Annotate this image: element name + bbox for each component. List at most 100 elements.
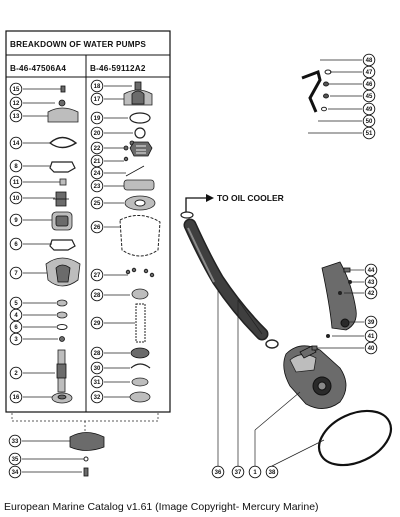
mid-right-bracket	[311, 261, 364, 351]
left-model-number: B-46-47506A4	[10, 64, 66, 73]
callout-number: 30	[94, 366, 101, 372]
callout-number: 24	[94, 171, 101, 177]
callout-number: 21	[94, 159, 101, 165]
o-ring	[317, 409, 393, 467]
callout-number: 19	[94, 116, 101, 122]
callout-number: 25	[94, 201, 101, 207]
callout-number: 38	[269, 470, 276, 476]
callout-number: 31	[94, 380, 101, 386]
callout-36: 36	[211, 465, 225, 479]
callout-number: 29	[94, 321, 101, 327]
callout-17: 17	[90, 92, 104, 106]
callout-number: 18	[94, 84, 101, 90]
callout-number: 36	[215, 470, 222, 476]
callout-number: 48	[366, 58, 373, 64]
breakdown-title: BREAKDOWN OF WATER PUMPS	[10, 40, 146, 49]
callout-25: 25	[90, 196, 104, 210]
callout-number: 32	[94, 395, 101, 401]
breakdown-box	[5, 30, 171, 413]
callout-number: 3	[14, 337, 18, 343]
callout-number: 9	[14, 218, 18, 224]
callout-43: 43	[364, 275, 378, 289]
callout-40: 40	[364, 341, 378, 355]
callout-15: 15	[9, 82, 23, 96]
callout-10: 10	[9, 191, 23, 205]
dashed-bracket	[11, 413, 159, 422]
callout-3: 3	[9, 332, 23, 346]
callout-number: 1	[253, 470, 257, 476]
callout-number: 28	[94, 351, 101, 357]
callout-number: 35	[12, 457, 19, 463]
callout-14: 14	[9, 136, 23, 150]
callout-number: 28	[94, 293, 101, 299]
callout-26: 26	[90, 220, 104, 234]
callout-49: 49	[362, 102, 376, 116]
callout-number: 16	[13, 395, 20, 401]
right-column-parts	[104, 81, 161, 403]
callout-47: 47	[362, 65, 376, 79]
callout-number: 10	[13, 196, 20, 202]
callout-9: 9	[9, 213, 23, 227]
callout-number: 5	[14, 301, 18, 307]
callout-34: 34	[8, 465, 22, 479]
callout-number: 50	[366, 119, 373, 125]
callout-number: 17	[94, 97, 101, 103]
callout-number: 22	[94, 146, 101, 152]
callout-number: 47	[366, 70, 373, 76]
callout-39: 39	[364, 315, 378, 329]
image-caption: European Marine Catalog v1.61 (Image Cop…	[4, 501, 319, 513]
callout-21: 21	[90, 154, 104, 168]
water-hose	[180, 211, 279, 349]
callout-number: 34	[12, 470, 19, 476]
oil-cooler-arrow	[185, 194, 214, 212]
callout-number: 43	[368, 280, 375, 286]
bottom-leaders	[217, 290, 325, 467]
callout-number: 26	[94, 225, 101, 231]
callout-12: 12	[9, 96, 23, 110]
callout-number: 51	[366, 131, 373, 137]
callout-41: 41	[364, 329, 378, 343]
callout-number: 6	[14, 242, 18, 248]
callout-16: 16	[9, 390, 23, 404]
callout-number: 46	[366, 82, 373, 88]
callout-number: 15	[13, 87, 20, 93]
callout-19: 19	[90, 111, 104, 125]
callout-number: 27	[94, 273, 101, 279]
callout-number: 11	[13, 180, 20, 186]
left-column-parts	[23, 85, 81, 404]
callout-22: 22	[90, 141, 104, 155]
callout-50: 50	[362, 114, 376, 128]
callout-number: 39	[368, 320, 375, 326]
callout-13: 13	[9, 109, 23, 123]
callout-2: 2	[9, 366, 23, 380]
callout-48: 48	[362, 53, 376, 67]
parts-below-box	[22, 432, 105, 477]
callout-number: 33	[12, 439, 19, 445]
callout-number: 40	[368, 346, 375, 352]
pump-housing	[283, 345, 347, 409]
callout-42: 42	[364, 286, 378, 300]
callout-28: 28	[90, 288, 104, 302]
callout-20: 20	[90, 126, 104, 140]
callout-6: 6	[9, 320, 23, 334]
callout-6: 6	[9, 237, 23, 251]
callout-1: 1	[248, 465, 262, 479]
callout-35: 35	[8, 452, 22, 466]
right-model-number: B-46-59112A2	[90, 64, 146, 73]
callout-number: 45	[366, 94, 373, 100]
callout-number: 2	[14, 371, 18, 377]
callout-8: 8	[9, 159, 23, 173]
callout-number: 23	[94, 184, 101, 190]
callout-30: 30	[90, 361, 104, 375]
callout-31: 31	[90, 375, 104, 389]
callout-number: 41	[368, 334, 375, 340]
callout-number: 7	[14, 271, 18, 277]
callout-28: 28	[90, 346, 104, 360]
callout-32: 32	[90, 390, 104, 404]
oil-cooler-label: TO OIL COOLER	[217, 193, 284, 203]
callout-number: 49	[366, 107, 373, 113]
callout-number: 37	[235, 470, 242, 476]
callout-18: 18	[90, 79, 104, 93]
callout-33: 33	[8, 434, 22, 448]
callout-44: 44	[364, 263, 378, 277]
